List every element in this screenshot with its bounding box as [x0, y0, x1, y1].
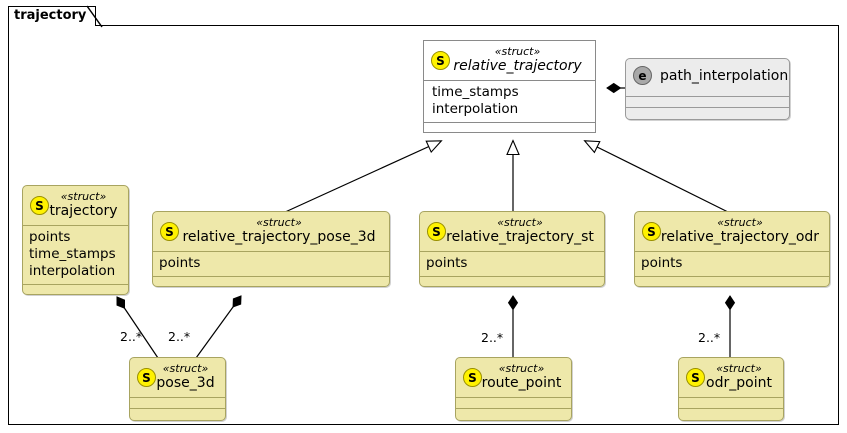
class-header: S «struct» odr_point [679, 358, 783, 398]
attribute-compartment [130, 398, 225, 409]
class-header: S «struct» relative_trajectory_st [420, 212, 604, 252]
class-name: relative_trajectory_pose_3d [182, 229, 376, 245]
attribute-compartment: points [153, 252, 389, 277]
class-stereotype: «struct» [717, 216, 763, 229]
class-name: odr_point [706, 375, 772, 391]
class-stereotype: «struct» [162, 362, 209, 375]
multiplicity-trajectory-pose3d: 2..* [120, 329, 143, 344]
class-name: relative_trajectory [453, 58, 582, 74]
class-stereotype: «struct» [498, 362, 545, 375]
class-name: path_interpolation [660, 68, 789, 84]
attribute-item: points [426, 255, 468, 271]
struct-s-icon: S [463, 368, 482, 387]
struct-s-icon: S [30, 196, 49, 215]
class-header: S «struct» pose_3d [130, 358, 225, 398]
struct-s-icon: S [642, 222, 661, 241]
enum-e-icon: e [633, 66, 652, 85]
attribute-item: time_stamps [29, 246, 116, 262]
class-name: relative_trajectory_st [446, 229, 594, 245]
class-path-interpolation[interactable]: e path_interpolation [625, 58, 790, 120]
attribute-item: time_stamps [432, 84, 519, 100]
class-trajectory[interactable]: S «struct» trajectory points time_stamps… [22, 185, 129, 295]
operation-compartment [153, 277, 389, 286]
class-header: S «struct» route_point [456, 358, 571, 398]
package-tab [8, 6, 96, 26]
package-title: trajectory [14, 8, 87, 23]
attribute-compartment: points [635, 252, 829, 277]
class-route-point[interactable]: S «struct» route_point [455, 357, 572, 421]
class-stereotype: «struct» [497, 216, 543, 229]
class-name: relative_trajectory_odr [660, 229, 820, 245]
operation-compartment [424, 123, 595, 132]
attribute-item: points [29, 229, 71, 245]
attribute-item: points [159, 255, 201, 271]
attribute-compartment: time_stamps interpolation [424, 81, 595, 123]
class-relative-trajectory-st[interactable]: S «struct» relative_trajectory_st points [419, 211, 605, 287]
operation-compartment [420, 277, 604, 286]
operation-compartment [23, 285, 128, 294]
class-header: S «struct» relative_trajectory_odr [635, 212, 829, 252]
attribute-compartment [456, 398, 571, 409]
package-tab-slant-icon [86, 5, 103, 28]
class-pose-3d[interactable]: S «struct» pose_3d [129, 357, 226, 421]
attribute-item: interpolation [29, 263, 116, 279]
attribute-compartment [679, 398, 783, 409]
attribute-compartment [626, 97, 789, 108]
struct-s-icon: S [686, 368, 705, 387]
attribute-compartment: points time_stamps interpolation [23, 226, 128, 285]
multiplicity-rtpose3d-pose3d: 2..* [168, 329, 191, 344]
multiplicity-rtst-routepoint: 2..* [481, 330, 504, 345]
class-header: S «struct» relative_trajectory [424, 41, 595, 81]
class-name: pose_3d [156, 375, 215, 391]
attribute-compartment: points [420, 252, 604, 277]
class-stereotype: «struct» [256, 216, 302, 229]
attribute-item: points [641, 255, 683, 271]
struct-s-icon: S [431, 51, 450, 70]
struct-s-icon: S [427, 222, 446, 241]
class-relative-trajectory-pose-3d[interactable]: S «struct» relative_trajectory_pose_3d p… [152, 211, 390, 287]
struct-s-icon: S [137, 368, 156, 387]
class-odr-point[interactable]: S «struct» odr_point [678, 357, 784, 421]
class-name: trajectory [49, 203, 118, 219]
class-name: route_point [481, 375, 562, 391]
class-header: S «struct» trajectory [23, 186, 128, 226]
class-header: S «struct» relative_trajectory_pose_3d [153, 212, 389, 252]
operation-compartment [626, 108, 789, 119]
class-stereotype: «struct» [60, 190, 107, 203]
struct-s-icon: S [160, 222, 179, 241]
class-stereotype: «struct» [716, 362, 762, 375]
class-stereotype: «struct» [494, 45, 541, 58]
class-relative-trajectory-odr[interactable]: S «struct» relative_trajectory_odr point… [634, 211, 830, 287]
attribute-item: interpolation [432, 101, 519, 117]
class-relative-trajectory[interactable]: S «struct» relative_trajectory time_stam… [423, 40, 596, 133]
operation-compartment [679, 409, 783, 420]
class-header: e path_interpolation [626, 59, 789, 97]
operation-compartment [130, 409, 225, 420]
multiplicity-rtodr-odrpoint: 2..* [698, 330, 721, 345]
operation-compartment [456, 409, 571, 420]
operation-compartment [635, 277, 829, 286]
